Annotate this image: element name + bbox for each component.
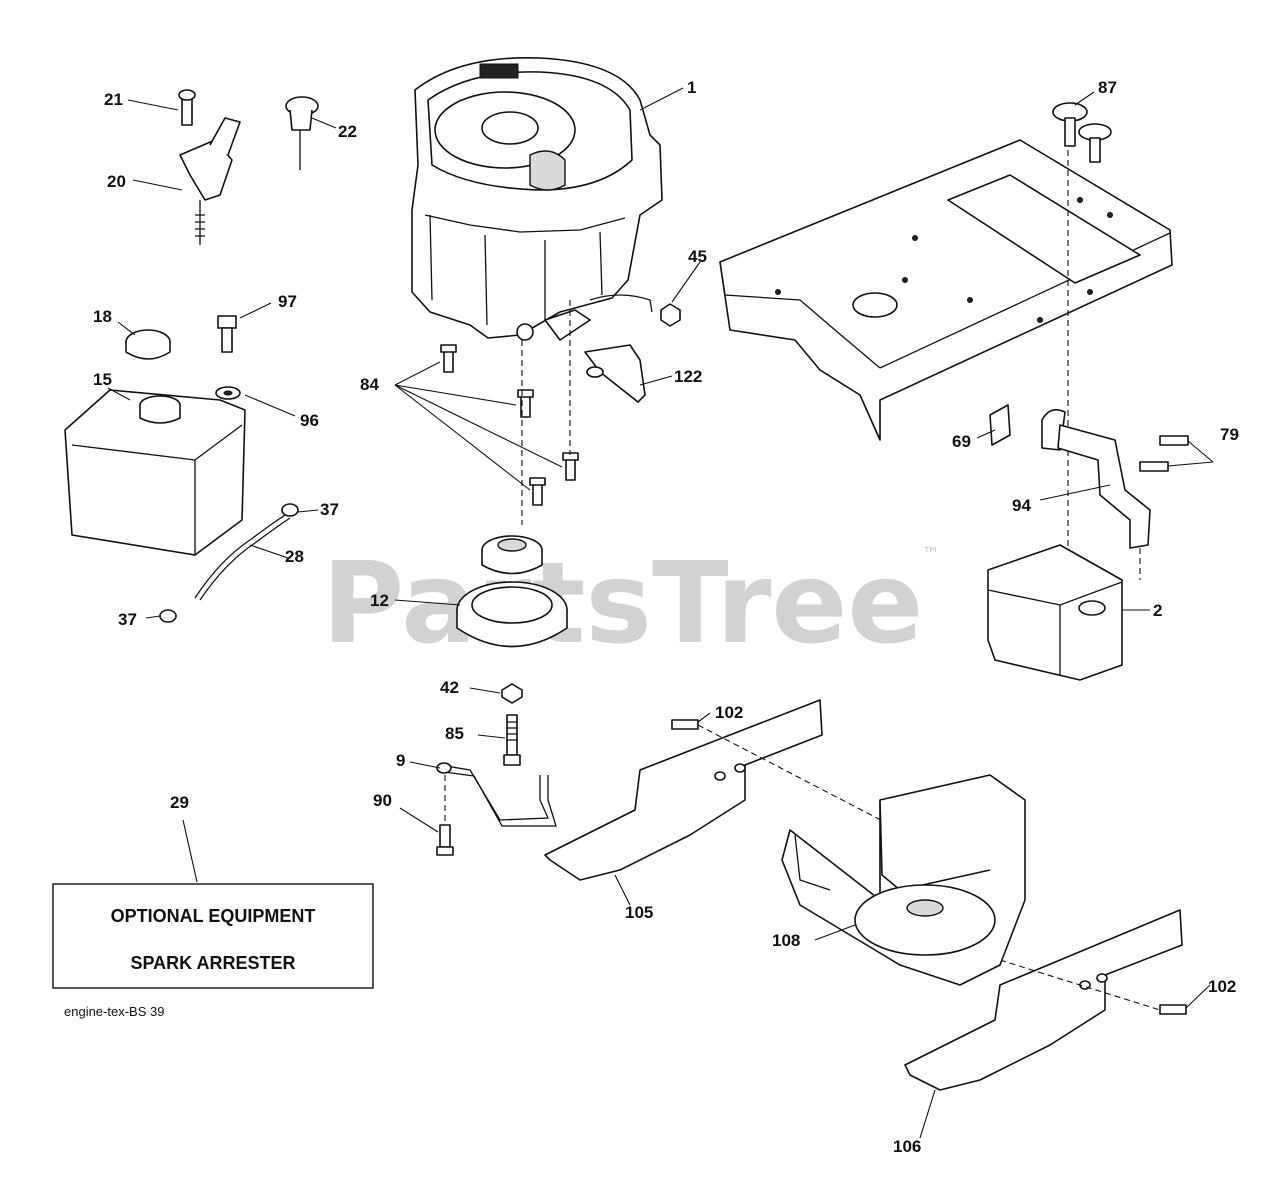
callout-21: 21 [104,90,123,109]
belt-guide-bracket [436,762,557,856]
tank-bolt-washer [215,315,241,400]
heat-shield-right [904,909,1183,1091]
fuel-tank [64,329,246,556]
callout-97: 97 [278,292,297,311]
callout-94: 94 [1012,496,1031,515]
watermark: PartsTree [322,539,923,669]
heat-shield-left [544,699,823,881]
callout-29: 29 [170,793,189,812]
muffler [987,544,1123,681]
callout-90: 90 [373,791,392,810]
frame-bolts [1052,102,1112,163]
callout-69: 69 [952,432,971,451]
watermark-trademark: ™ [922,544,940,565]
callout-85: 85 [445,724,464,743]
callout-106: 106 [893,1137,921,1156]
callout-79: 79 [1220,425,1239,444]
engine-pulley [456,535,568,648]
callout-84: 84 [360,375,379,394]
callout-20: 20 [107,172,126,191]
callout-15: 15 [93,370,112,389]
engine [411,56,663,341]
optional-equipment-box: OPTIONAL EQUIPMENT SPARK ARRESTER [52,883,374,989]
callout-37-top: 37 [320,500,339,519]
callout-87: 87 [1098,78,1117,97]
callout-22: 22 [338,122,357,141]
callout-96: 96 [300,411,319,430]
engine-mount-bolts [440,344,579,506]
callout-37-bottom: 37 [118,610,137,629]
callout-1: 1 [687,78,696,97]
callout-12: 12 [370,591,389,610]
callout-42: 42 [440,678,459,697]
callout-122: 122 [674,367,702,386]
callout-105: 105 [625,903,653,922]
belt-guard [781,774,1026,986]
callout-9: 9 [396,751,405,770]
spark-arrester-label: SPARK ARRESTER [130,953,295,973]
callout-28: 28 [285,547,304,566]
callout-102-top: 102 [715,703,743,722]
callout-102-bottom: 102 [1208,977,1236,996]
callout-18: 18 [93,307,112,326]
callout-2: 2 [1153,601,1162,620]
diagram-code: engine-tex-BS 39 [64,1004,164,1019]
callout-108: 108 [772,931,800,950]
throttle-control [178,89,319,245]
tractor-frame [719,139,1173,441]
callout-45: 45 [688,247,707,266]
optional-equipment-label: OPTIONAL EQUIPMENT [111,906,316,926]
pulley-nut-and-bolt [501,683,523,766]
